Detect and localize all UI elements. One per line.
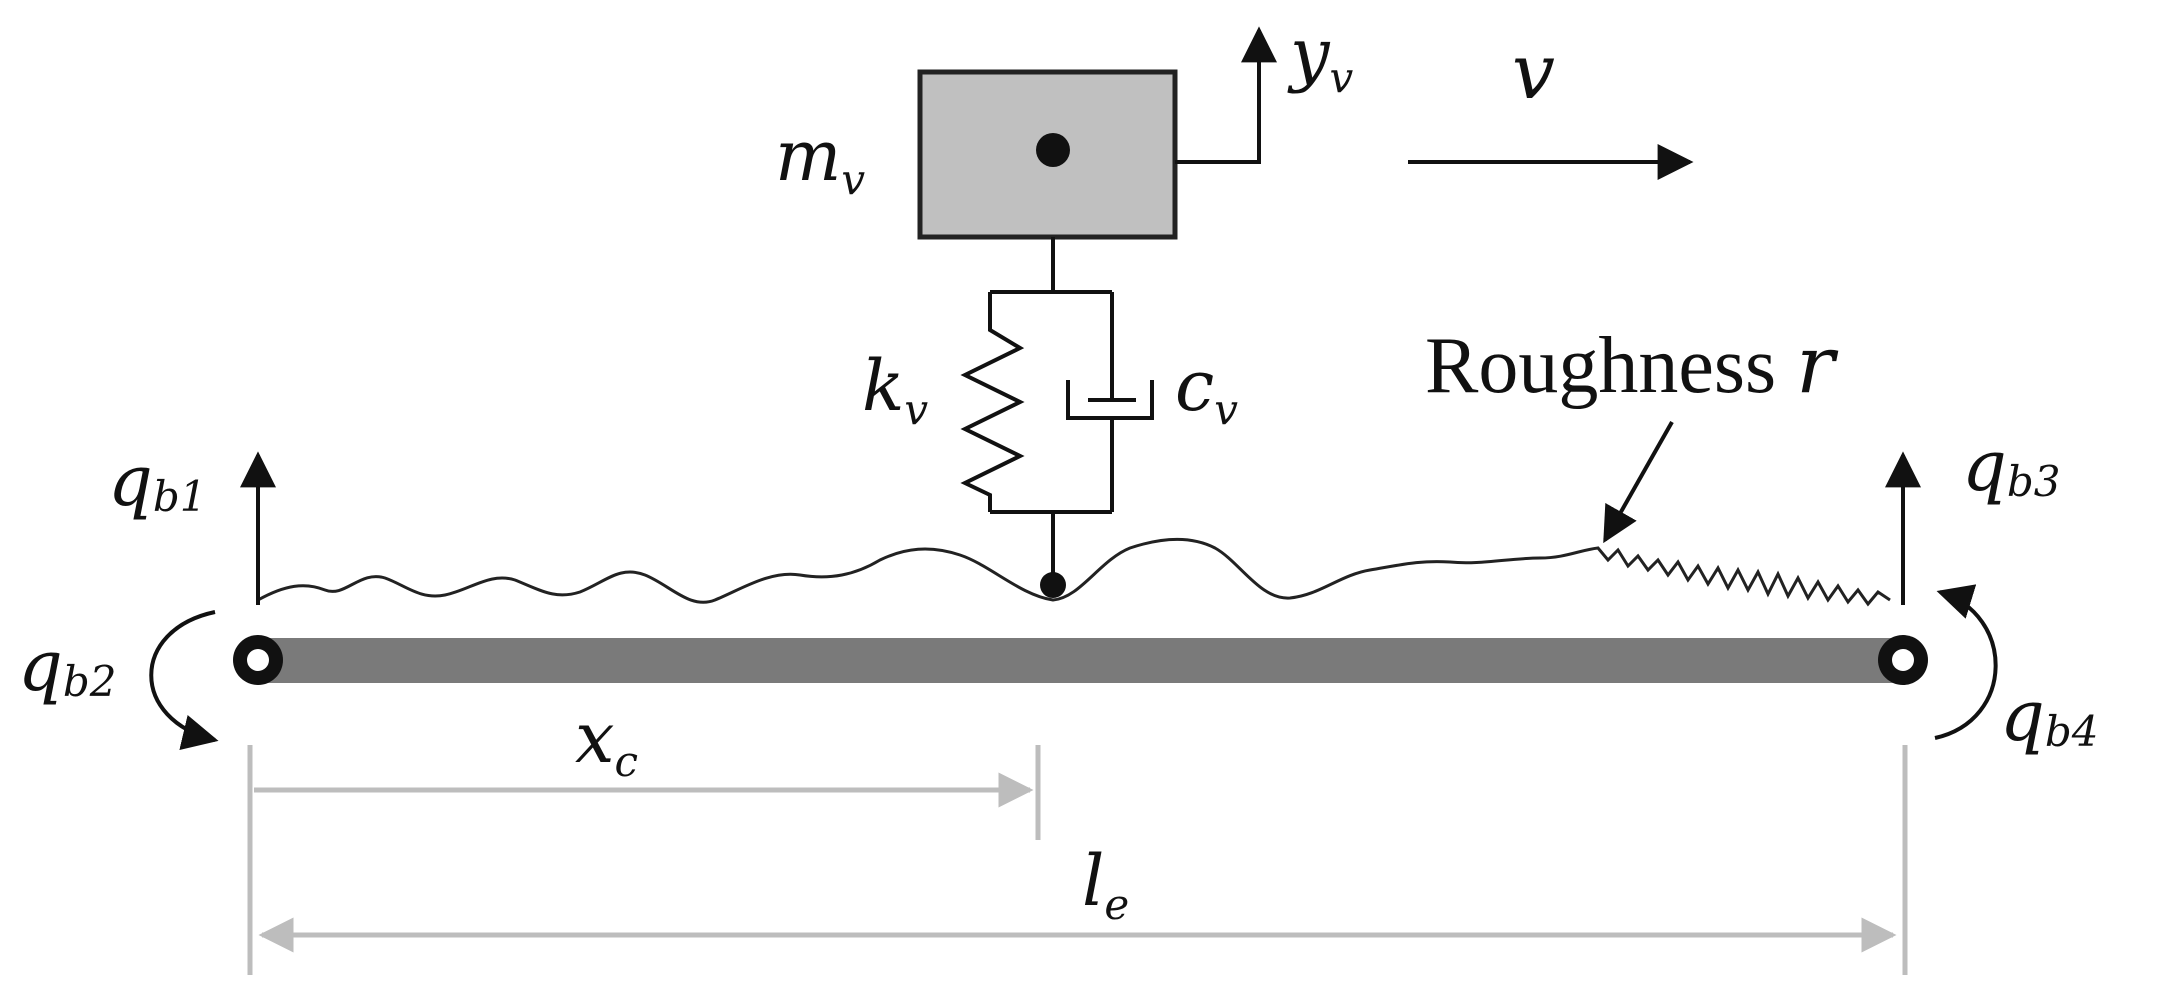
beam-element [258, 638, 1903, 683]
right-node [1878, 635, 1928, 685]
displacement-label: yv [1287, 13, 1354, 102]
q-b2-arrow [149, 610, 219, 751]
contact-point [1040, 572, 1066, 598]
q-b1-label: qb1 [108, 440, 206, 522]
velocity-label: v [1512, 27, 1555, 116]
stiffness-label: kv [862, 345, 928, 434]
spring [960, 292, 1025, 512]
le-label: le [1082, 840, 1129, 929]
displacement-arrow [1175, 26, 1277, 164]
q-b3-label: qb3 [1962, 425, 2060, 507]
xc-label: xc [575, 697, 638, 786]
dimension-lines [247, 745, 1908, 975]
suspension [960, 237, 1154, 585]
vehicle-mass [917, 69, 1178, 240]
mass-label: mv [775, 115, 865, 204]
damper [1066, 292, 1154, 512]
roughness-profile [257, 537, 1891, 607]
left-node [233, 635, 283, 685]
q-b2-label: qb2 [18, 625, 116, 707]
damping-label: cv [1175, 345, 1238, 434]
roughness-label: Roughness r [1425, 318, 1839, 411]
mass-center-dot [1036, 133, 1070, 167]
roughness-pointer [1603, 421, 1674, 544]
q-b4-arrow [1934, 584, 1998, 740]
q-b4-label: qb4 [2000, 675, 2098, 757]
